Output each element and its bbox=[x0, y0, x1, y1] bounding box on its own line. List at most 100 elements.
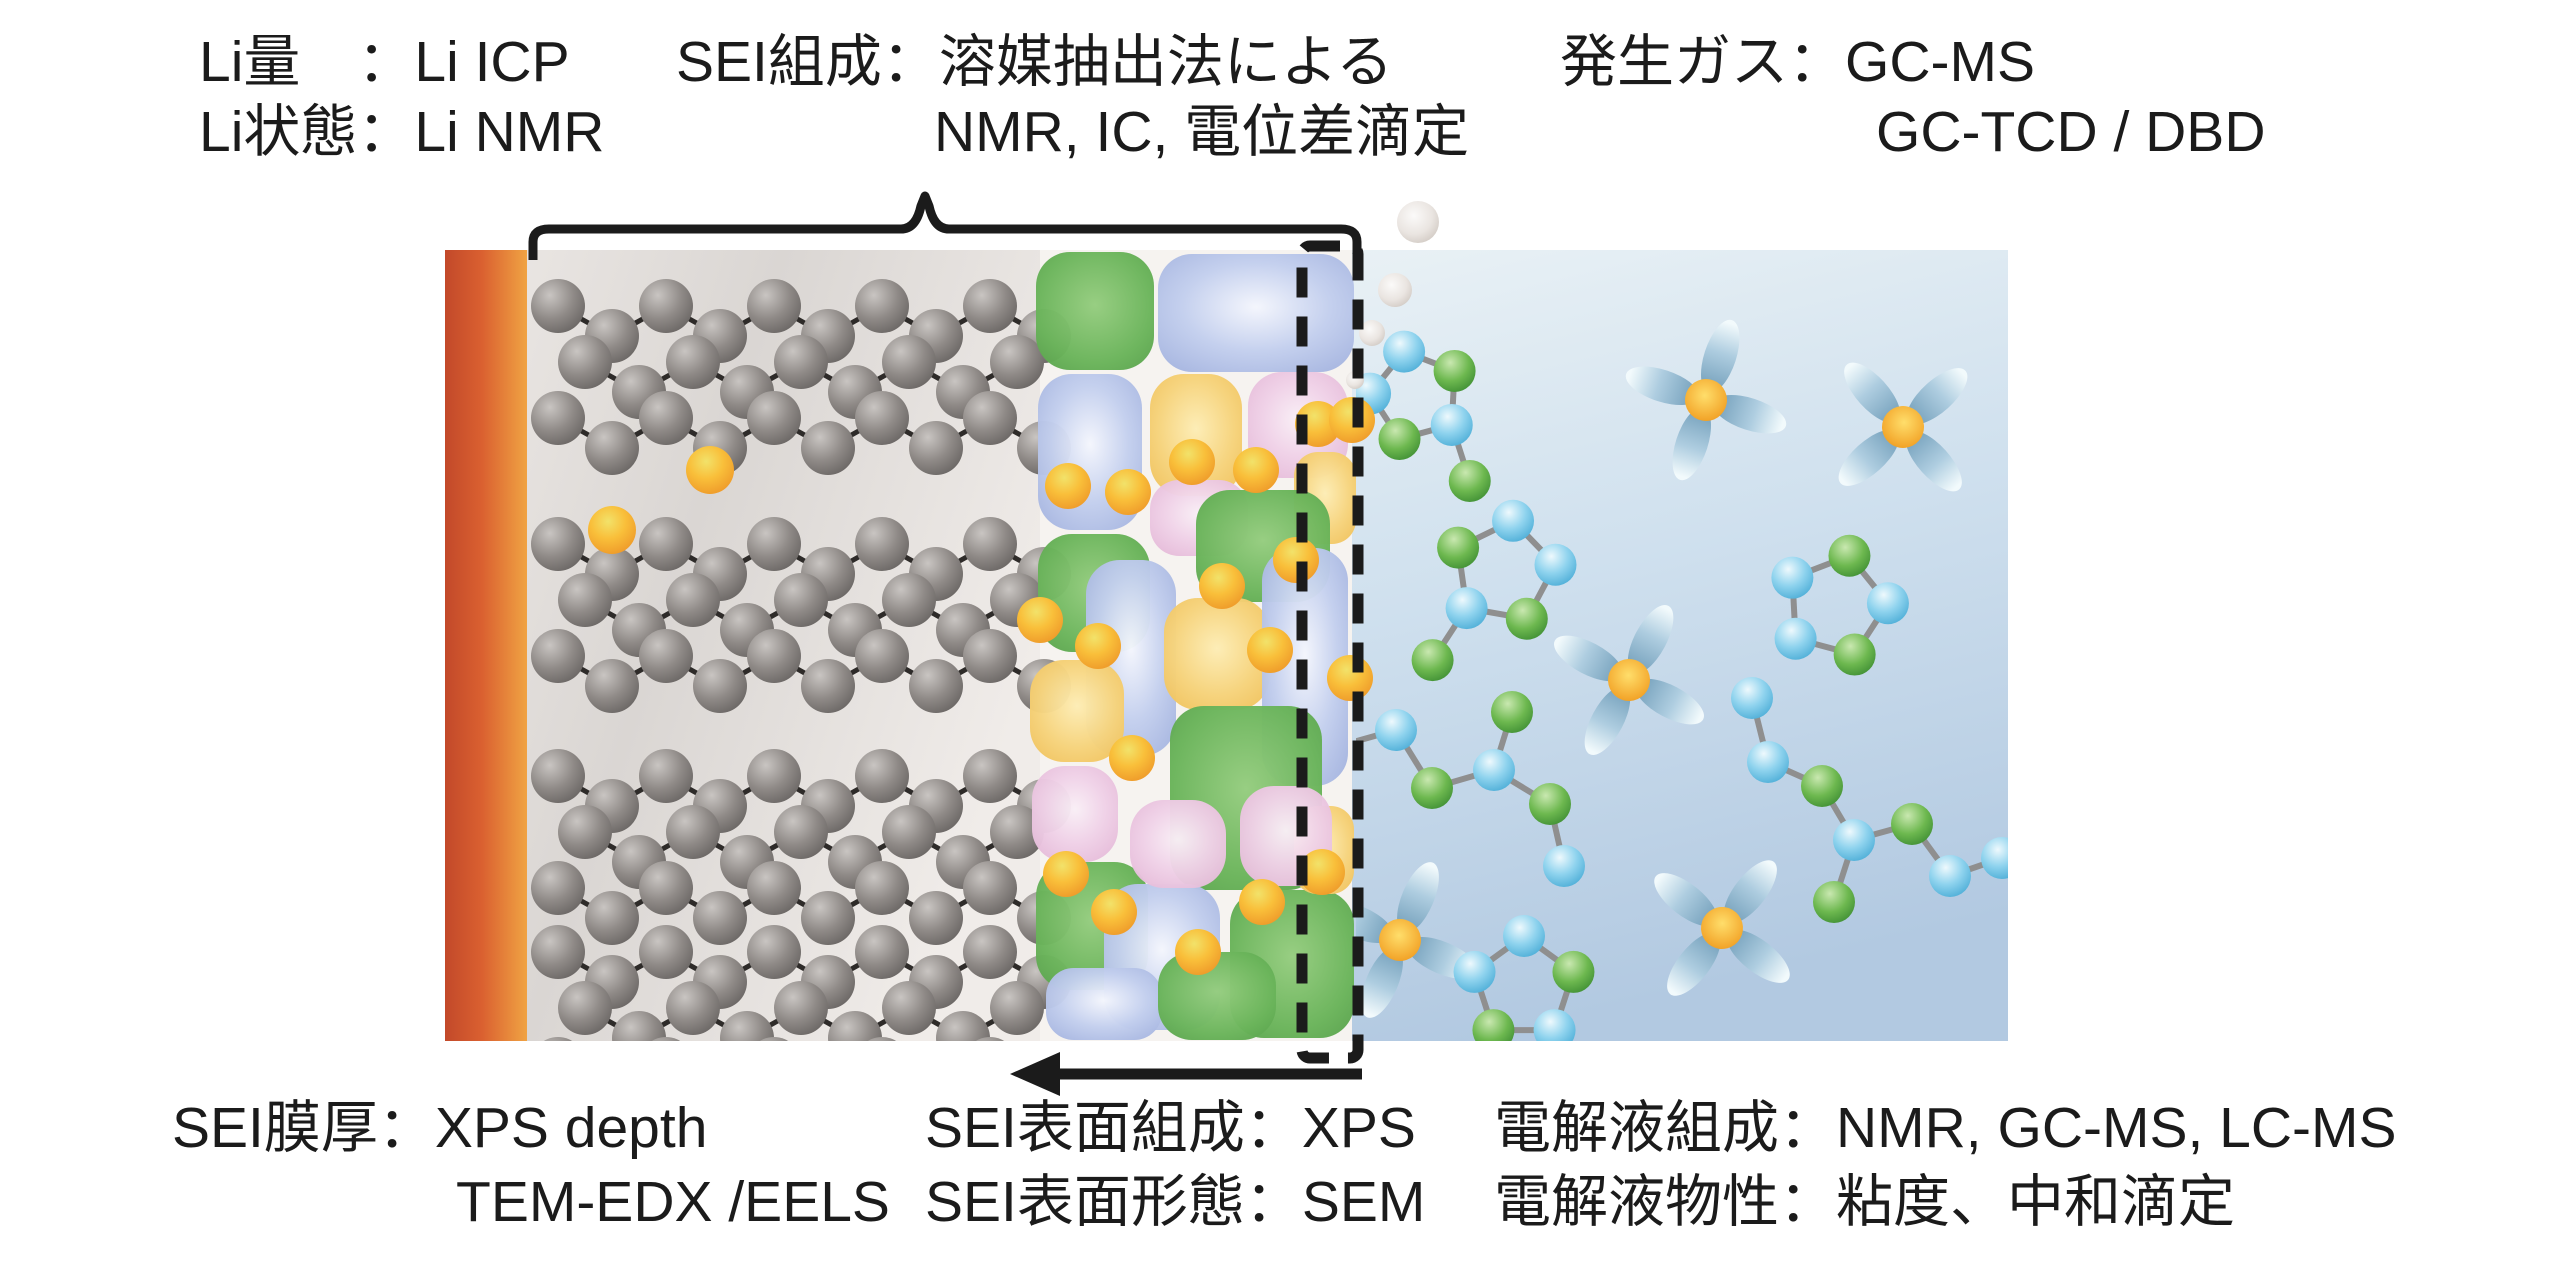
carbon-atom bbox=[558, 573, 612, 627]
solvent-center bbox=[1882, 406, 1924, 448]
solvent-petal bbox=[1625, 366, 1699, 406]
carbon-atom bbox=[543, 1037, 573, 1041]
carbon-atom bbox=[639, 391, 693, 445]
li-ion bbox=[686, 446, 734, 494]
carbon-atom bbox=[828, 1011, 882, 1041]
label-li-amount: Li量 ：Li ICP bbox=[199, 30, 570, 94]
carbon-atom bbox=[963, 749, 1017, 803]
molecule-atom-green bbox=[1378, 417, 1421, 460]
molecule-atom-blue bbox=[1747, 741, 1789, 783]
solvent-petal bbox=[1726, 929, 1790, 983]
molecule-atom-blue bbox=[1492, 499, 1535, 542]
li-ions-in-sei bbox=[1017, 397, 1375, 975]
carbon-atom bbox=[720, 1011, 774, 1041]
solvent-petal bbox=[1723, 860, 1777, 924]
li-ion bbox=[588, 506, 636, 554]
solvent-center bbox=[1379, 919, 1421, 961]
sei-particle-pink bbox=[1032, 766, 1118, 862]
label-sei-surface-composition: SEI表面組成：XPS bbox=[925, 1096, 1416, 1160]
carbon-atom bbox=[639, 279, 693, 333]
solvent-petal bbox=[1356, 901, 1394, 943]
carbon-atom bbox=[666, 981, 720, 1035]
solvent-petal bbox=[1397, 862, 1439, 934]
carbon-atom bbox=[759, 1037, 789, 1041]
li-ion bbox=[1273, 537, 1319, 583]
carbon-atom bbox=[855, 279, 909, 333]
carbon-atom bbox=[747, 629, 801, 683]
solvent-center bbox=[1701, 907, 1743, 949]
label-generated-gas: 発生ガス：GC-MS bbox=[1560, 30, 2035, 94]
molecule-atom-blue bbox=[1375, 709, 1417, 751]
sei-particle-yellow bbox=[1030, 660, 1124, 762]
carbon-atom bbox=[963, 517, 1017, 571]
carbon-atom bbox=[882, 573, 936, 627]
carbon-atom bbox=[693, 659, 747, 713]
carbon-bond-line bbox=[558, 1064, 1044, 1094]
carbon-atom bbox=[801, 1067, 855, 1121]
carbon-atom bbox=[774, 573, 828, 627]
molecule-atom-blue bbox=[1453, 950, 1496, 993]
carbon-bond-line bbox=[556, 885, 1046, 921]
gas-bubble bbox=[1397, 201, 1439, 243]
carbon-bond-line bbox=[556, 949, 1046, 985]
carbon-atom bbox=[747, 925, 801, 979]
gas-bubble bbox=[1359, 320, 1385, 346]
molecule-atom-green bbox=[1529, 783, 1571, 825]
solvent-flower-molecule bbox=[1625, 319, 1787, 481]
carbon-atom bbox=[963, 629, 1017, 683]
carbon-atom bbox=[855, 861, 909, 915]
label-sei-thickness: SEI膜厚：XPS depth bbox=[172, 1096, 708, 1160]
carbon-bond-line bbox=[556, 773, 1046, 809]
molecule-atom-blue bbox=[1981, 837, 2008, 879]
carbon-atom bbox=[867, 1037, 897, 1041]
label-sei-composition: SEI組成：溶媒抽出法による bbox=[676, 30, 1394, 94]
li-ion bbox=[1175, 929, 1221, 975]
li-ion bbox=[1239, 879, 1285, 925]
label-electrolyte-properties: 電解液物性：粘度、中和滴定 bbox=[1494, 1170, 2235, 1234]
li-ion bbox=[1043, 851, 1089, 897]
carbon-atom bbox=[651, 1037, 681, 1041]
carbon-atom bbox=[531, 391, 585, 445]
carbon-atom bbox=[936, 1011, 990, 1041]
label-electrolyte-composition: 電解液組成：NMR, GC-MS, LC-MS bbox=[1494, 1096, 2397, 1160]
carbon-atom bbox=[747, 279, 801, 333]
carbon-atom bbox=[855, 749, 909, 803]
carbon-atom bbox=[963, 391, 1017, 445]
molecule-atom-blue bbox=[1771, 556, 1814, 599]
solvent-flower-molecule bbox=[1654, 860, 1790, 996]
li-ion bbox=[1299, 849, 1345, 895]
carbon-bond-line bbox=[556, 653, 1046, 689]
carbon-atom bbox=[747, 861, 801, 915]
molecule-atom-green bbox=[1833, 633, 1876, 676]
solvent-petal bbox=[1635, 678, 1704, 725]
li-ion bbox=[1105, 469, 1151, 515]
carbon-atom bbox=[693, 891, 747, 945]
molecule-atom-blue bbox=[1533, 1009, 1576, 1041]
graphite-electrode bbox=[531, 279, 1071, 1121]
carbon-atom bbox=[801, 891, 855, 945]
carbon-atom bbox=[612, 1011, 666, 1041]
solvent-petal bbox=[1627, 605, 1674, 674]
solvent-petal bbox=[1700, 319, 1740, 393]
molecule-atom-green bbox=[1491, 691, 1533, 733]
carbon-atom bbox=[774, 335, 828, 389]
sei-particle-green bbox=[1036, 252, 1154, 370]
carbon-bond-line bbox=[556, 415, 1046, 451]
sei-span-brace bbox=[528, 191, 1362, 260]
molecule-atom-blue bbox=[1833, 819, 1875, 861]
solvent-flower-molecule bbox=[1838, 362, 1968, 492]
solvent-petal bbox=[1361, 946, 1403, 1018]
carbon-atom bbox=[585, 891, 639, 945]
carbon-atom bbox=[747, 749, 801, 803]
carbon-atom bbox=[531, 517, 585, 571]
molecule-atom-blue bbox=[1774, 617, 1817, 660]
carbon-atom bbox=[531, 749, 585, 803]
label-generated-gas-methods: GC-TCD / DBD bbox=[1876, 100, 2266, 164]
molecule-atom-blue bbox=[1503, 915, 1545, 957]
ring-molecule bbox=[1453, 915, 1595, 1041]
ring-molecule bbox=[1356, 330, 1491, 502]
sei-surface-roi-dashed-box bbox=[1296, 240, 1364, 1064]
molecule-atom-green bbox=[1433, 349, 1476, 392]
molecule-atom-blue bbox=[1731, 677, 1773, 719]
sei-particle-blue bbox=[1046, 968, 1162, 1040]
